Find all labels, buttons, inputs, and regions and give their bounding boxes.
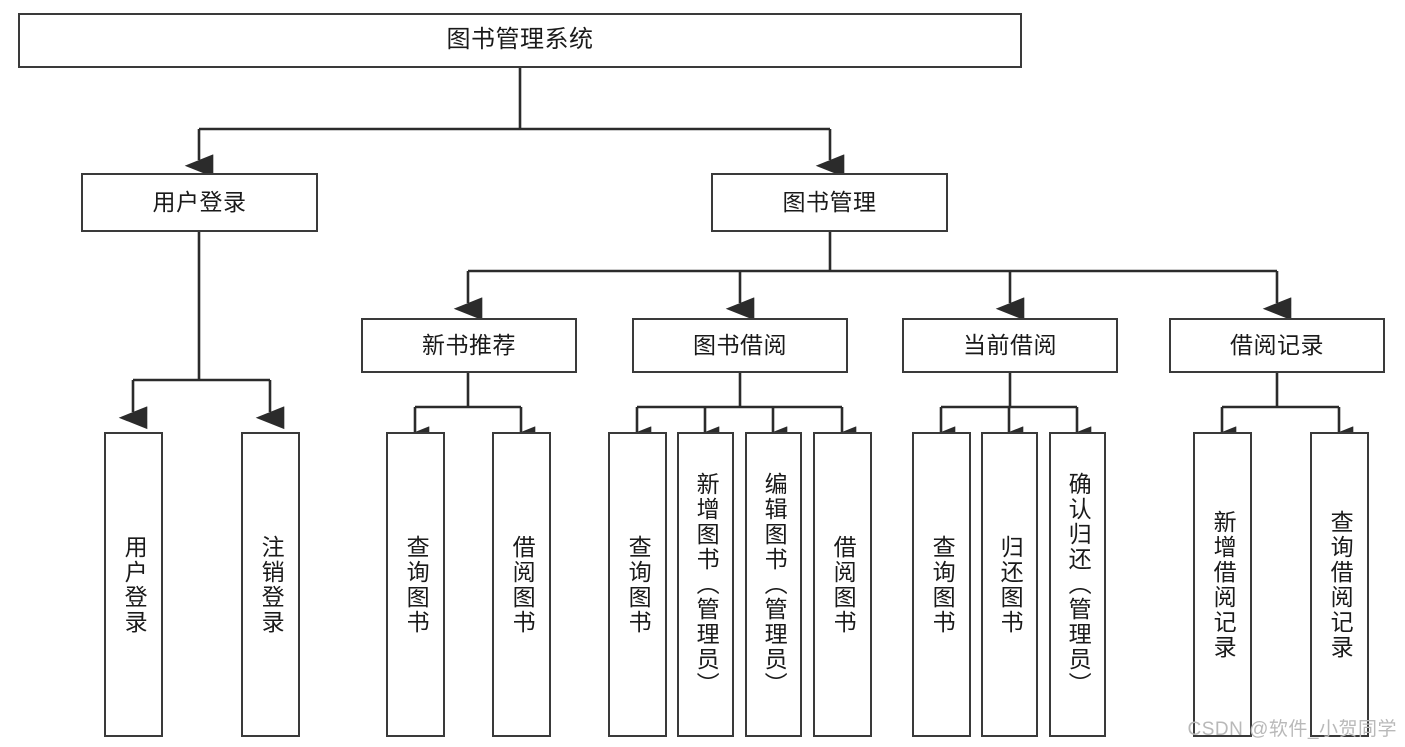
node-leaf-query-borrow-record[interactable]: 查询借阅记录 (1310, 432, 1369, 737)
node-label: 图书管理 (782, 188, 877, 215)
node-user-login[interactable]: 用户登录 (81, 173, 318, 232)
node-label: 新增借阅记录 (1210, 509, 1237, 660)
node-leaf-borrow-books-borrow[interactable]: 借阅图书 (813, 432, 872, 737)
node-leaf-edit-book-admin[interactable]: 编辑图书（管理员） (745, 432, 802, 737)
node-leaf-query-books-borrow[interactable]: 查询图书 (608, 432, 667, 737)
node-label: 查询借阅记录 (1327, 509, 1354, 660)
node-root-book-management-system[interactable]: 图书管理系统 (18, 13, 1022, 68)
node-new-book-recommendation[interactable]: 新书推荐 (361, 318, 577, 373)
node-label: 借阅图书 (509, 534, 536, 635)
node-label: 用户登录 (121, 534, 148, 635)
node-label: 新增图书（管理员） (693, 472, 720, 697)
node-label: 当前借阅 (963, 331, 1057, 358)
watermark-text: CSDN @软件_小贺同学 (1187, 719, 1397, 740)
node-leaf-user-login[interactable]: 用户登录 (104, 432, 163, 737)
node-label: 图书管理系统 (446, 26, 594, 54)
node-leaf-add-borrow-record[interactable]: 新增借阅记录 (1193, 432, 1252, 737)
node-leaf-add-book-admin[interactable]: 新增图书（管理员） (677, 432, 734, 737)
node-current-borrowing[interactable]: 当前借阅 (902, 318, 1118, 373)
node-label: 借阅图书 (830, 534, 857, 635)
node-label: 用户登录 (152, 188, 247, 215)
node-leaf-borrow-books-newbook[interactable]: 借阅图书 (492, 432, 551, 737)
node-borrowing-records[interactable]: 借阅记录 (1169, 318, 1385, 373)
node-label: 归还图书 (997, 534, 1024, 635)
node-label: 新书推荐 (422, 331, 516, 358)
node-leaf-confirm-return-admin[interactable]: 确认归还（管理员） (1049, 432, 1106, 737)
node-book-borrowing[interactable]: 图书借阅 (632, 318, 848, 373)
node-label: 查询图书 (625, 534, 652, 635)
node-leaf-return-books[interactable]: 归还图书 (981, 432, 1038, 737)
node-label: 图书借阅 (693, 331, 787, 358)
node-label: 借阅记录 (1230, 331, 1324, 358)
node-label: 注销登录 (258, 534, 285, 635)
node-leaf-query-books-newbook[interactable]: 查询图书 (386, 432, 445, 737)
node-leaf-logout[interactable]: 注销登录 (241, 432, 300, 737)
node-label: 编辑图书（管理员） (761, 472, 788, 697)
node-label: 查询图书 (403, 534, 430, 635)
node-label: 查询图书 (929, 534, 956, 635)
node-book-management[interactable]: 图书管理 (711, 173, 948, 232)
node-label: 确认归还（管理员） (1065, 472, 1092, 697)
node-leaf-query-books-current[interactable]: 查询图书 (912, 432, 971, 737)
